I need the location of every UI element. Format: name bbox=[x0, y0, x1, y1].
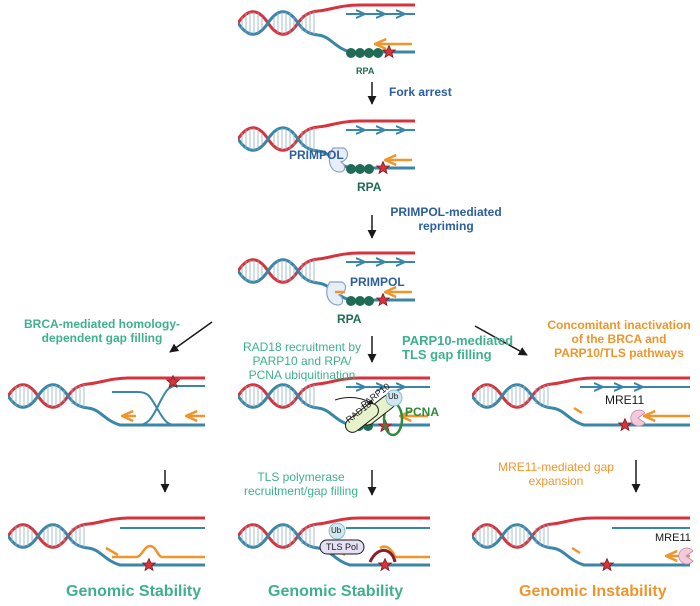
tls-pol-line1: TLS polymerase bbox=[257, 470, 345, 484]
primpol-label-1: PRIMPOL bbox=[289, 148, 344, 162]
mre11-pacman bbox=[630, 409, 646, 427]
pcna-label: PCNA bbox=[405, 405, 440, 419]
tls-polymerase-label: TLS polymerase recruitment/gap filling bbox=[226, 470, 376, 498]
fork-brca bbox=[8, 375, 205, 427]
tls-pol-line2: recruitment/gap filling bbox=[243, 484, 359, 498]
fork-3 bbox=[238, 251, 415, 306]
rad18-line2: PARP10 and RPA/ bbox=[252, 354, 352, 368]
concomitant-line2: of the BRCA and bbox=[571, 332, 667, 346]
arrow-to-left bbox=[169, 321, 213, 353]
rpa-label-2: RPA bbox=[357, 180, 382, 194]
ub-label-mid: Ub bbox=[388, 392, 399, 401]
fork-bottom-right bbox=[472, 516, 694, 571]
primpol-mediated-line1: PRIMPOL-mediated bbox=[390, 205, 502, 219]
arrow-to-right bbox=[474, 325, 528, 356]
rpa-label-1: RPA bbox=[356, 66, 375, 76]
ub-circle-bottom bbox=[328, 522, 346, 540]
mre11-label-right: MRE11 bbox=[605, 393, 645, 407]
parp10-line1: PARP10-mediated bbox=[402, 333, 514, 348]
rad18-protein bbox=[345, 403, 379, 433]
genomic-instability-label: Genomic Instability bbox=[519, 583, 667, 600]
primpol-label-3: PRIMPOL bbox=[350, 275, 405, 289]
concomitant-line3: PARP10/TLS pathways bbox=[554, 346, 684, 360]
rad18-line1: RAD18 recruitment by bbox=[242, 340, 362, 354]
concomitant-label: Concomitant inactivation of the BRCA and… bbox=[540, 318, 698, 360]
brca-line2: dependent gap filling bbox=[41, 331, 163, 345]
mre11-gap-line2: expansion bbox=[528, 474, 584, 488]
parp10-line2: TLS gap filling bbox=[402, 347, 492, 362]
brca-line1: BRCA-mediated homology- bbox=[24, 317, 180, 331]
rpa-label-3: RPA bbox=[337, 312, 362, 326]
fork-mre11 bbox=[472, 376, 690, 431]
rad18-line3: PCNA ubiquitination bbox=[248, 368, 356, 382]
tls-pol-protein-label: TLS Pol bbox=[325, 542, 358, 552]
primpol-mediated-label: PRIMPOL-mediated repriming bbox=[376, 205, 516, 233]
rad18-recruitment-label: RAD18 recruitment by PARP10 and RPA/ PCN… bbox=[232, 340, 372, 382]
fork-arrest-label: Fork arrest bbox=[389, 85, 452, 99]
fork-parp10 bbox=[238, 376, 430, 437]
genomic-stability-left-label: Genomic Stability bbox=[66, 583, 202, 600]
fork-bottom-mid bbox=[238, 516, 430, 571]
concomitant-line1: Concomitant inactivation bbox=[547, 318, 691, 332]
tls-pol-box bbox=[319, 539, 365, 555]
ub-circle-mid bbox=[385, 389, 403, 407]
mre11-gap-line1: MRE11-mediated gap bbox=[498, 460, 614, 474]
fork-1 bbox=[238, 3, 415, 58]
fork-2 bbox=[238, 119, 415, 174]
primpol-shape bbox=[328, 147, 349, 173]
lesion-star bbox=[382, 45, 396, 58]
genomic-stability-mid-label: Genomic Stability bbox=[268, 583, 404, 600]
fork-bottom-left bbox=[8, 516, 205, 571]
parp10-mediated-label: PARP10-mediated TLS gap filling bbox=[402, 334, 513, 362]
primpol-mediated-line2: repriming bbox=[418, 219, 474, 233]
rpa-beads bbox=[346, 48, 383, 58]
mre11-gap-label: MRE11-mediated gap expansion bbox=[486, 460, 626, 488]
ub-label-bottom: Ub bbox=[331, 526, 342, 535]
mre11-label-bottom: MRE11 bbox=[655, 532, 691, 544]
brca-mediated-label: BRCA-mediated homology- dependent gap fi… bbox=[2, 317, 202, 345]
